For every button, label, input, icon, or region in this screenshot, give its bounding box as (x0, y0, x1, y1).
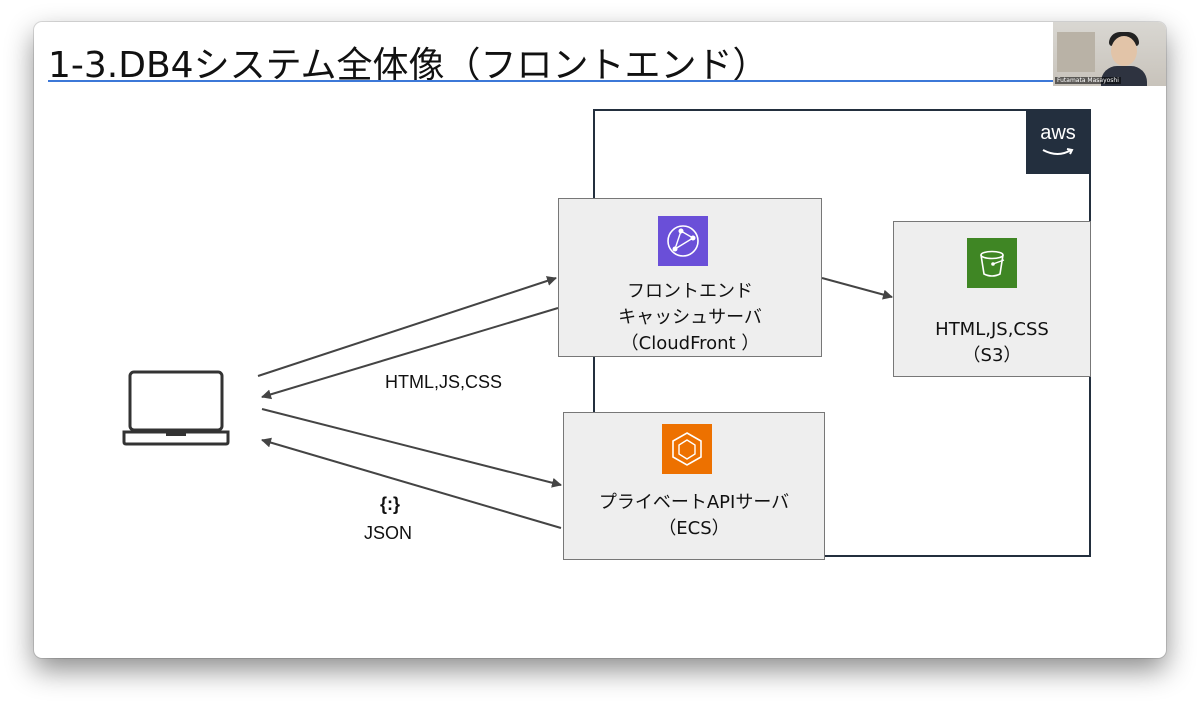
ecs-icon (662, 424, 712, 474)
arrow-ecs-to-client (261, 437, 562, 529)
ecs-label-2: （ECS） (658, 518, 730, 539)
aws-logo: aws (1026, 110, 1090, 174)
html-js-css-edge-label: HTML,JS,CSS (385, 372, 503, 392)
json-edge-label: JSON (364, 523, 413, 543)
s3-bucket-icon (967, 238, 1017, 288)
participant-head (1111, 36, 1137, 66)
cloudfront-icon (658, 216, 708, 266)
s3-label-1: HTML,JS,CSS (935, 319, 1049, 340)
title-divider (48, 80, 1148, 82)
cloudfront-label-3: （CloudFront ） (620, 333, 760, 354)
participant-video-tile[interactable]: Futamata Masayoshi (1053, 22, 1166, 86)
arrow-client-to-ecs (261, 408, 562, 488)
s3-node[interactable]: HTML,JS,CSS （S3） (893, 221, 1091, 377)
ecs-node[interactable]: プライベートAPIサーバ （ECS） (563, 412, 825, 560)
arrow-cloudfront-to-client (261, 307, 559, 400)
aws-smile-icon (1042, 148, 1074, 155)
cloudfront-node[interactable]: フロントエンド キャッシュサーバ （CloudFront ） (558, 198, 822, 357)
aws-logo-text: aws (1040, 122, 1076, 144)
arrow-client-to-cloudfront (257, 276, 557, 377)
video-background-shelf (1057, 32, 1095, 72)
participant-name: Futamata Masayoshi (1055, 77, 1121, 84)
ecs-label-1: プライベートAPIサーバ (598, 492, 790, 513)
cloudfront-label-2: キャッシュサーバ (618, 307, 762, 328)
arrow-cloudfront-to-s3 (821, 277, 893, 300)
json-symbol-label: {:} (380, 494, 401, 514)
s3-label-2: （S3） (962, 345, 1022, 366)
cloudfront-label-1: フロントエンド (627, 281, 753, 302)
laptop-icon (122, 370, 230, 446)
slide-title: 1-3.DB4システム全体像（フロントエンド） (48, 45, 769, 86)
